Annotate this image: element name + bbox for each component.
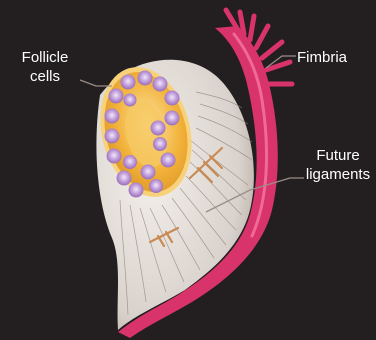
future-label-line1: Future (300, 146, 376, 165)
fimbria-label: Fimbria (297, 48, 347, 67)
future-ligaments-label: Future ligaments (300, 146, 376, 184)
future-label-line2: ligaments (300, 165, 376, 184)
follicle-leader-line (80, 80, 112, 86)
follicle-label-line1: Follicle (14, 48, 76, 67)
follicle-cells-label: Follicle cells (14, 48, 76, 86)
follicle-label-line2: cells (14, 67, 76, 86)
